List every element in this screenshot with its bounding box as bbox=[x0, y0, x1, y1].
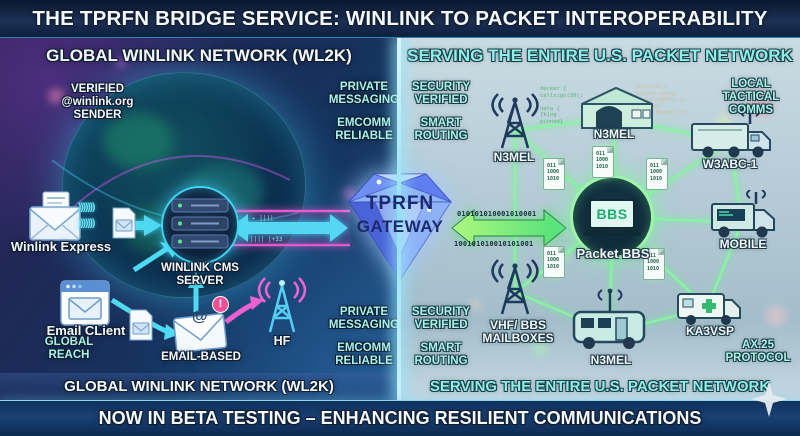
vhf-bbs-mailboxes-label: VHF/ BBS MAILBOXES bbox=[482, 318, 554, 346]
emcomm-reliable-label-top: EMCOMM RELIABLE bbox=[335, 117, 393, 142]
binary-packet-doc-icon: 011 1000 1010 bbox=[592, 146, 614, 178]
packet-bbs-label: Packet BBS bbox=[576, 246, 650, 261]
bbs-laptop-base bbox=[583, 229, 641, 236]
left-footer-strip bbox=[0, 373, 398, 400]
tprfn-gateway-title: TPRFN GATEWAY bbox=[348, 192, 452, 237]
band-marks-bottom: |||| |+33 bbox=[250, 236, 283, 243]
radio-tower-icon bbox=[491, 93, 539, 149]
binary-stream-top: 010101010001010001 bbox=[457, 210, 537, 218]
email-client-label: Email CLient bbox=[46, 323, 126, 338]
w3abc-label: W3ABC-1 bbox=[702, 157, 758, 171]
smart-routing-label-bottom: SMART ROUTING bbox=[414, 342, 468, 367]
mobile-van-icon bbox=[711, 190, 775, 238]
earth-globe bbox=[62, 72, 306, 298]
tower-n3mel-label: N3MEL bbox=[493, 150, 535, 164]
tent-building-icon bbox=[581, 86, 653, 129]
bokeh-dot bbox=[766, 306, 786, 326]
binary-packet-doc-icon: 011 1000 1010 bbox=[543, 246, 565, 278]
at-sign-glyph: @ bbox=[192, 308, 208, 325]
email-client-icon bbox=[60, 280, 110, 326]
hf-antenna-icon bbox=[257, 277, 307, 333]
poster-title: THE TPRFN BRIDGE SERVICE: WINLINK TO PAC… bbox=[32, 6, 768, 30]
binary-stream-bottom: 100101010010101001 bbox=[454, 240, 534, 248]
beta-banner: NOW IN BETA TESTING – ENHANCING RESILIEN… bbox=[0, 400, 800, 436]
email-based-label: EMAIL-BASED bbox=[161, 351, 241, 363]
tent-n3mel-label: N3MEL bbox=[593, 127, 635, 141]
smart-routing-label-top: SMART ROUTING bbox=[414, 117, 468, 142]
ka3vsp-label: KA3VSP bbox=[685, 324, 735, 338]
gateway-line2: GATEWAY bbox=[356, 216, 444, 236]
beta-banner-text: NOW IN BETA TESTING – ENHANCING RESILIEN… bbox=[98, 408, 702, 428]
notification-badge: ! bbox=[212, 296, 229, 313]
winlink-cms-server-icon bbox=[161, 186, 239, 264]
title-banner: THE TPRFN BRIDGE SERVICE: WINLINK TO PAC… bbox=[0, 0, 800, 38]
right-section-footer: SERVING THE ENTIRE U.S. PACKET NETWORK bbox=[429, 378, 771, 395]
bokeh-dot bbox=[532, 340, 548, 356]
email-based-envelope-icon: @ ! bbox=[172, 296, 229, 356]
ambulance-van-icon bbox=[677, 293, 741, 325]
winlink-express-envelope-icon bbox=[29, 191, 81, 241]
winlink-express-label: Winlink Express bbox=[10, 239, 112, 254]
bokeh-dot bbox=[470, 300, 480, 310]
emcomm-reliable-label-bottom: EMCOMM RELIABLE bbox=[335, 342, 393, 367]
flow-chevrons-bottom: ))))))) bbox=[78, 218, 95, 229]
message-document-icon bbox=[112, 207, 136, 239]
binary-packet-doc-icon: 011 1000 1010 bbox=[646, 158, 668, 190]
gateway-line1: TPRFN bbox=[365, 193, 435, 214]
private-messaging-label-top: PRIVATE MESSAGING bbox=[328, 81, 400, 106]
bokeh-dot bbox=[116, 58, 126, 68]
security-verified-label-top: SECURITY VERIFIED bbox=[411, 81, 471, 106]
security-verified-label-bottom: SECURITY VERIFIED bbox=[411, 306, 471, 331]
globe-landmass bbox=[103, 113, 173, 168]
mobile-label: MOBILE bbox=[719, 237, 767, 251]
rv-n3mel-label: N3MEL bbox=[590, 353, 632, 367]
ax25-protocol-label: AX.25 PROTOCOL bbox=[725, 339, 791, 364]
verified-sender-label: VERIFIED @winlink.org SENDER bbox=[61, 83, 134, 121]
bbs-laptop-screen: BBS bbox=[589, 198, 635, 229]
global-reach-label: GLOBAL REACH bbox=[44, 336, 94, 361]
bokeh-dot bbox=[48, 88, 64, 104]
center-divider bbox=[397, 38, 401, 400]
right-section-header: SERVING THE ENTIRE U.S. PACKET NETWORK bbox=[407, 46, 793, 65]
bokeh-dot bbox=[748, 92, 774, 118]
band-marks-top: ▸ |||| bbox=[252, 215, 274, 222]
private-messaging-label-bottom: PRIVATE MESSAGING bbox=[328, 306, 400, 331]
rv-camper-icon bbox=[572, 288, 646, 349]
flow-chevrons-top: ))))))) bbox=[78, 202, 95, 213]
bokeh-dot bbox=[30, 238, 38, 246]
left-section-footer: GLOBAL WINLINK NETWORK (WL2K) bbox=[64, 378, 334, 395]
bbs-screen-text: BBS bbox=[596, 205, 628, 222]
local-tactical-comms-label: LOCAL TACTICAL COMMS bbox=[722, 78, 780, 116]
winlink-cms-server-label: WINLINK CMS SERVER bbox=[161, 262, 239, 287]
vhf-tower-icon bbox=[491, 259, 539, 315]
hf-label: HF bbox=[273, 334, 291, 348]
left-section-header: GLOBAL WINLINK NETWORK (WL2K) bbox=[46, 46, 352, 65]
